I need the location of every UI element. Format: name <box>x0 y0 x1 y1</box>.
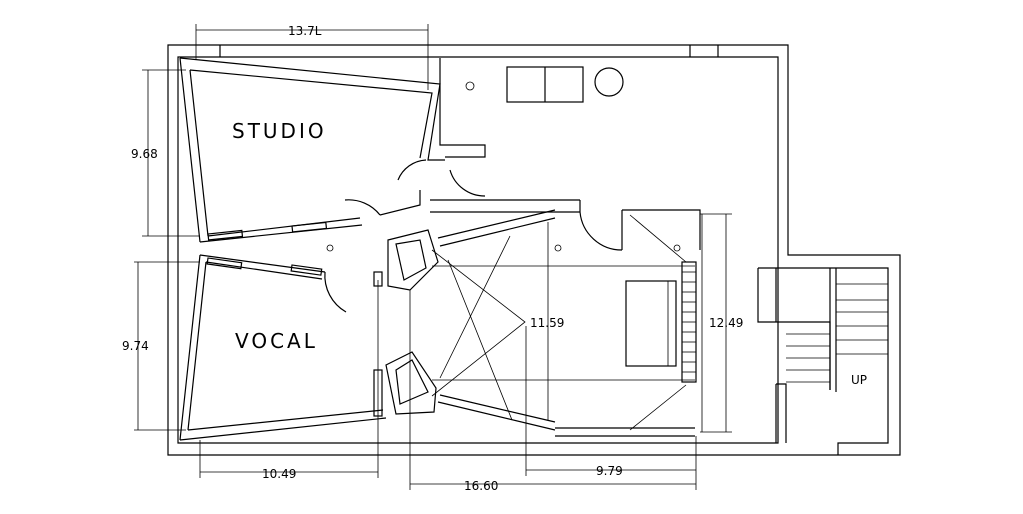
studio-label: STUDIO <box>232 119 327 143</box>
dim-studio-height: 9.68 <box>131 147 158 161</box>
dimension-lines <box>134 24 732 490</box>
round-fixture <box>594 67 624 97</box>
studio-room: STUDIO <box>179 57 445 243</box>
acoustic-panel <box>681 261 697 383</box>
vocal-label: VOCAL <box>235 329 318 353</box>
dim-control-height: 12.49 <box>709 316 743 330</box>
dim-control-depth: 11.59 <box>530 316 564 330</box>
dim-top-width: 13.7L <box>288 24 322 38</box>
dim-control-inner-width: 9.79 <box>596 464 623 478</box>
upper-room <box>430 58 701 251</box>
vocal-room: VOCAL <box>179 244 387 441</box>
dimension-labels: 13.7L 9.68 9.74 10.49 16.60 9.79 11.59 1… <box>122 24 743 493</box>
stairs-up-label: UP <box>851 373 867 387</box>
dim-vocal-width: 10.49 <box>262 467 296 481</box>
dim-control-width: 16.60 <box>464 479 498 493</box>
control-room <box>385 209 697 437</box>
building-walls <box>167 44 901 456</box>
console-desk <box>625 280 677 367</box>
dim-vocal-height: 9.74 <box>122 339 149 353</box>
staircase: UP <box>757 267 889 455</box>
